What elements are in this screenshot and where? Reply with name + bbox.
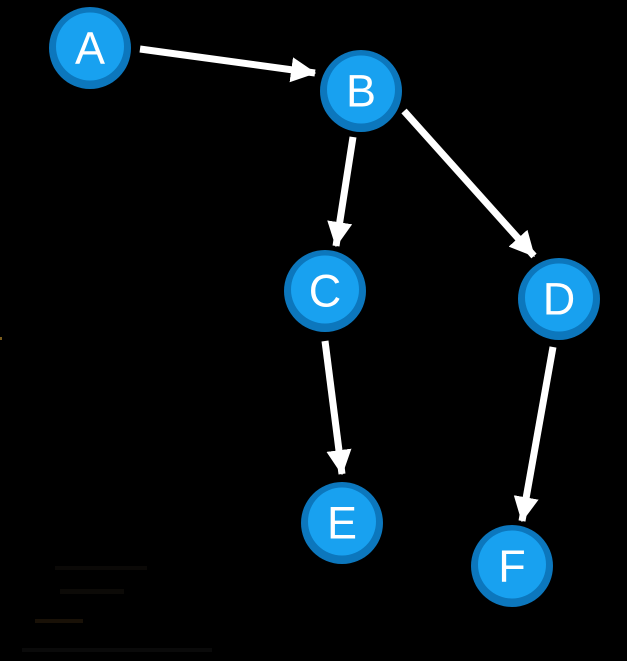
node-B[interactable]: B: [320, 50, 402, 132]
node-F-fill: [478, 530, 546, 599]
node-F[interactable]: F: [471, 525, 553, 607]
edges-layer: [139, 45, 557, 523]
node-B-label: B: [346, 66, 376, 117]
node-B-fill: [327, 55, 395, 124]
node-E[interactable]: E: [301, 482, 383, 564]
node-A-fill: [56, 12, 124, 81]
node-C[interactable]: C: [284, 250, 366, 332]
node-D-label: D: [543, 274, 576, 325]
node-C-fill: [291, 255, 359, 324]
node-F-label: F: [498, 541, 526, 592]
edge-A-B: [139, 45, 317, 83]
nodes-layer: A B C D E F: [49, 7, 600, 607]
edge-B-C: [327, 136, 357, 248]
node-D[interactable]: D: [518, 258, 600, 340]
edge-C-E: [321, 340, 352, 476]
edge-B-D: [401, 108, 537, 259]
edge-D-F: [513, 346, 557, 523]
node-A[interactable]: A: [49, 7, 131, 89]
node-C-label: C: [309, 266, 342, 317]
node-E-label: E: [327, 498, 357, 549]
node-A-label: A: [75, 23, 105, 74]
node-D-fill: [525, 263, 593, 332]
node-E-fill: [308, 487, 376, 556]
